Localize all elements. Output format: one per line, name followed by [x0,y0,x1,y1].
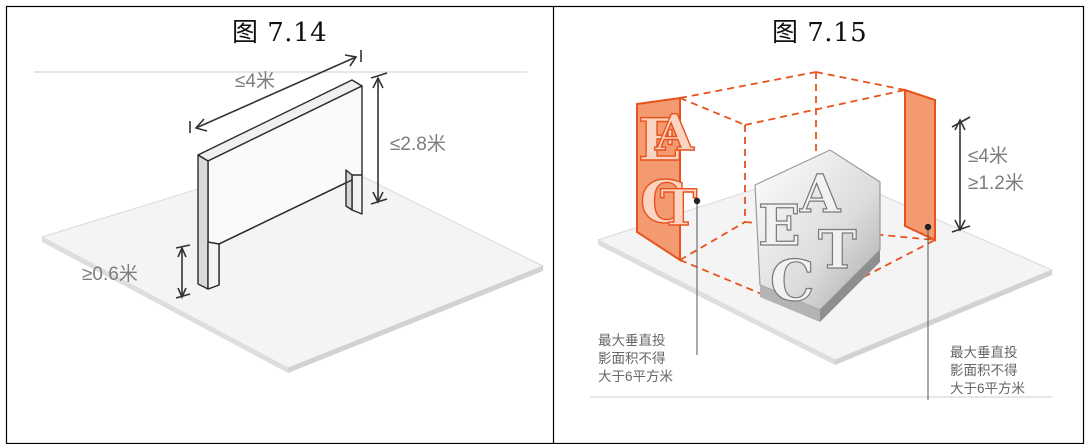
clearance-label: ≥0.6米 [82,263,138,285]
platform-edge-front [42,237,288,373]
projection-letter-t: T [660,178,697,237]
height-label: ≤2.8米 [390,133,446,155]
leader-lines [696,201,929,400]
sculpture-letter-t: T [818,220,857,281]
note-right: 最大垂直投 影面积不得 大于6平方米 [950,345,1026,396]
right-projection-strip [904,88,936,242]
note-left: 最大垂直投 影面积不得 大于6平方米 [598,333,674,384]
max-height-label: ≤4米 [968,145,1008,167]
sculpture-letter-c: C [770,248,815,314]
sculpture-letter-a: A [799,164,841,225]
left-projection-panel: E A C T [636,96,698,262]
dimension-lines [175,50,388,299]
right-diagram: E A C T E A C T [590,71,1054,400]
min-height-label: ≥1.2米 [968,172,1024,194]
note-right-line-3: 大于6平方米 [950,381,1026,396]
left-diagram: ≤4米 ≤2.8米 ≥0.6米 [34,50,545,373]
note-right-line-2: 影面积不得 [950,362,1018,378]
projection-letter-c: C [640,168,686,236]
platform-edge-side [288,266,543,373]
note-left-line-2: 影面积不得 [598,350,666,366]
eact-sculpture: E A C T [754,149,881,322]
note-right-line-1: 最大垂直投 [950,345,1018,360]
figure-title-right: 图 7.15 [772,18,868,48]
leader-dot-left [693,197,701,205]
note-left-line-3: 大于6平方米 [598,369,674,384]
note-left-line-1: 最大垂直投 [598,333,666,348]
figure-title-left: 图 7.14 [232,18,328,48]
projection-letter-a: A [654,103,695,162]
billboard [197,79,363,290]
width-label: ≤4米 [235,70,275,92]
projection-letter-e: E [638,106,682,174]
sculpture-letter-e: E [758,193,801,259]
height-dimension [951,116,971,233]
leader-dot-right [924,223,932,231]
